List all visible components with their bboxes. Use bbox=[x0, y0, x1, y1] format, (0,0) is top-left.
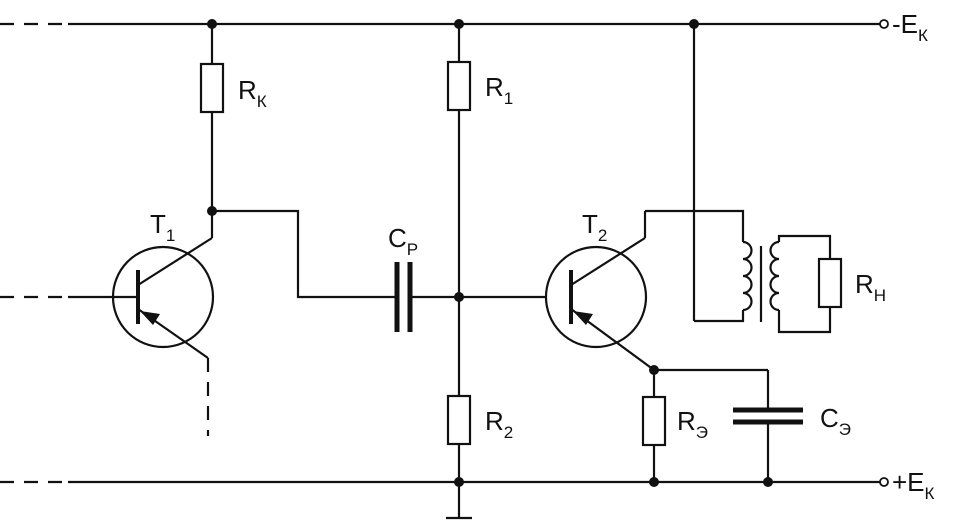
emitter-network bbox=[652, 368, 770, 482]
resistor-r2 bbox=[446, 394, 472, 520]
label-rk: RК bbox=[238, 75, 267, 111]
capacitor-cp bbox=[394, 262, 545, 332]
resistor-re bbox=[641, 395, 667, 482]
resistor-rh bbox=[817, 257, 843, 309]
label-cp: CР bbox=[388, 223, 418, 259]
minus-supply-terminal bbox=[879, 19, 889, 29]
resistor-r1 bbox=[446, 24, 472, 396]
label-r1: R1 bbox=[485, 72, 513, 108]
plus-supply-terminal bbox=[879, 477, 889, 487]
transistor-t1 bbox=[0, 211, 215, 436]
label-ce: CЭ bbox=[820, 403, 851, 439]
t2-collector-wire bbox=[645, 24, 745, 323]
junction-dots bbox=[207, 19, 773, 487]
label-t1: T1 bbox=[150, 209, 175, 245]
output-transformer bbox=[742, 234, 832, 334]
label-r2: R2 bbox=[485, 406, 513, 442]
label-re: RЭ bbox=[677, 406, 708, 442]
label-minus-supply: -EК bbox=[892, 9, 928, 45]
label-rh: RН bbox=[855, 269, 886, 305]
transistor-t2 bbox=[544, 211, 655, 371]
resistor-rk bbox=[199, 24, 225, 211]
label-t2: T2 bbox=[582, 209, 607, 245]
label-plus-supply: +EК bbox=[892, 467, 935, 503]
capacitor-ce bbox=[733, 407, 803, 425]
t1-collector-wire bbox=[212, 209, 395, 299]
